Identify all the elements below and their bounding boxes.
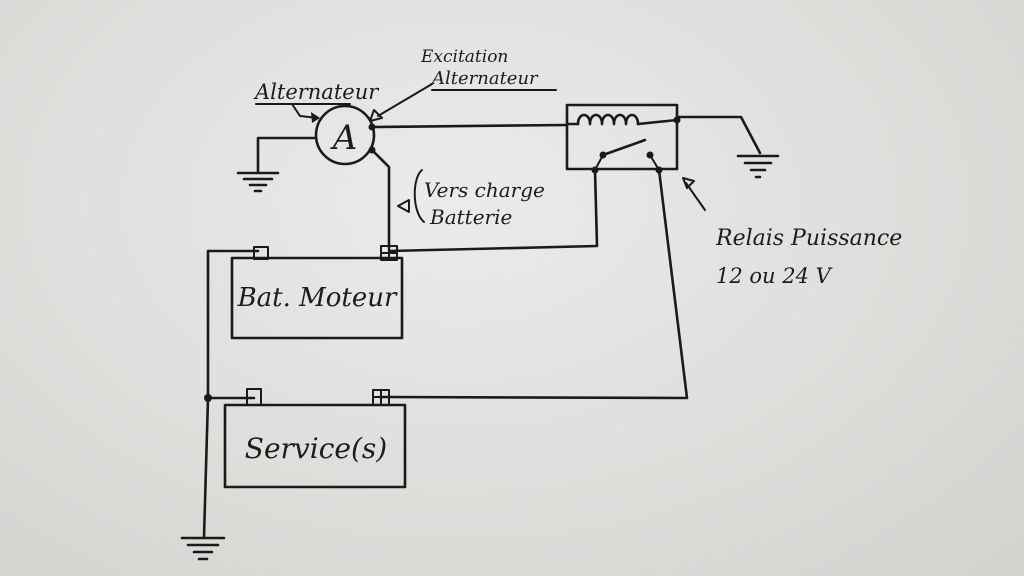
power-relay (565, 103, 681, 174)
charge-label-line1: Vers charge (424, 178, 545, 202)
alternator: A (314, 104, 376, 166)
relay-pointer (685, 182, 706, 211)
service-battery-label: Service(s) (245, 432, 387, 465)
relay-arrow-icon (682, 177, 695, 189)
main-ground (180, 536, 226, 561)
relay-ground (675, 115, 780, 179)
alternator-ground-wire (256, 136, 318, 174)
charge-label-line2: Batterie (429, 205, 512, 229)
excitation-pointer (377, 83, 433, 117)
relay-ground-wire (675, 115, 762, 155)
excitation-wire (370, 123, 569, 129)
excitation-label-line1: Excitation (420, 47, 508, 67)
excitation-arrow-icon (369, 109, 383, 122)
alternator-ground (236, 136, 318, 193)
alternator-arrow-icon (311, 112, 320, 123)
excitation-label-line2: Alternateur (430, 68, 539, 89)
relay-label-line2: 12 ou 24 V (716, 264, 833, 288)
alternator-symbol: A (330, 118, 358, 158)
negative-bus-wire (206, 249, 260, 400)
relay-to-service-positive-wire (378, 168, 689, 400)
relay-coil (576, 113, 640, 126)
engine-battery-box (230, 256, 404, 340)
relay-label-line1: Relais Puissance (715, 226, 902, 251)
service-battery-box (223, 403, 407, 489)
engine-battery-negative-terminal (253, 246, 269, 260)
alternator-label: Alternateur (253, 80, 380, 104)
alternator-circle (314, 104, 376, 166)
main-ground-wire (202, 396, 210, 539)
charge-wire (370, 148, 391, 250)
relay-switch-blade (601, 138, 647, 157)
engine-battery: Bat. Moteur (230, 245, 404, 340)
charge-bracket (413, 169, 425, 223)
engine-battery-label: Bat. Moteur (237, 283, 398, 313)
service-battery-negative-terminal (246, 388, 262, 406)
relay-box (565, 103, 679, 171)
service-battery: Service(s) (223, 388, 407, 489)
engine-positive-to-relay-wire (387, 168, 599, 253)
charge-arrow-icon (397, 199, 410, 213)
